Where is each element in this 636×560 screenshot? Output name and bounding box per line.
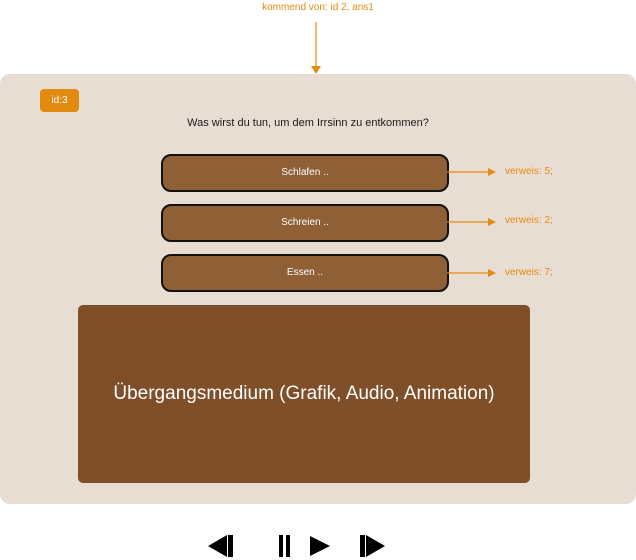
reference-arrow-icon (447, 269, 496, 277)
reference-label-2: verweis: 2; (505, 215, 553, 226)
skip-forward-icon[interactable] (358, 533, 388, 559)
answer-button-1[interactable]: Schlafen .. (161, 154, 449, 192)
playback-controls (205, 533, 395, 559)
answer-button-2[interactable]: Schreien .. (161, 204, 449, 242)
play-icon[interactable] (308, 533, 332, 559)
reference-arrow-icon (447, 218, 496, 226)
reference-label-1: verweis: 5; (505, 166, 553, 177)
skip-back-icon[interactable] (205, 533, 235, 559)
transition-media-placeholder: Übergangsmedium (Grafik, Audio, Animatio… (78, 305, 530, 483)
incoming-reference-label: kommend von: id 2, ans1 (262, 2, 374, 13)
reference-label-3: verweis: 7; (505, 267, 553, 278)
question-text: Was wirst du tun, um dem Irrsinn zu entk… (187, 117, 429, 129)
answer-button-3[interactable]: Essen .. (161, 254, 449, 292)
incoming-arrow-icon (311, 22, 321, 74)
node-id-badge: id:3 (40, 89, 79, 112)
reference-arrow-icon (447, 168, 496, 176)
pause-icon[interactable] (278, 533, 292, 559)
